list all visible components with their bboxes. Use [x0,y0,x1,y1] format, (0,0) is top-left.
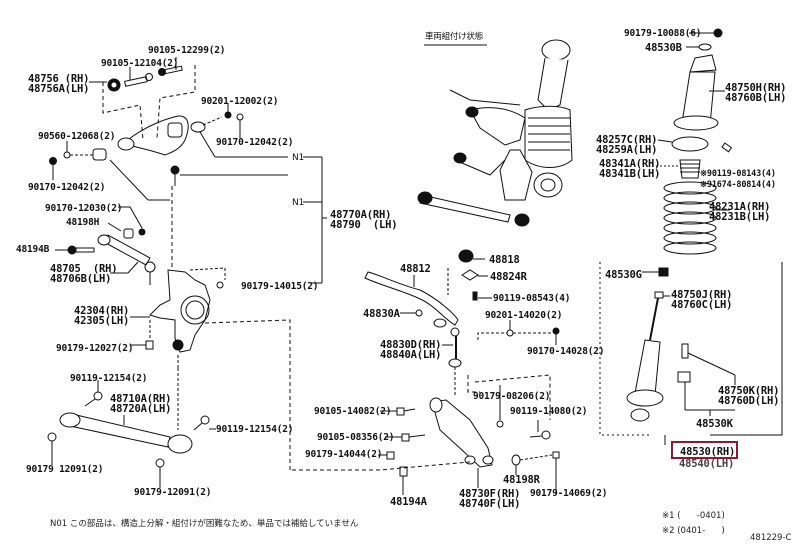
part-48530k[interactable]: 48530K [696,418,733,430]
part-48750k[interactable]: 48750K(RH) 48760D(LH) [718,385,780,407]
reference-marker-n1-lower: N1 [292,198,305,208]
footnote-n01: N01 この部品は、構造上分解・組付けが困難なため、単品では補給していません [50,519,359,529]
part-90201-12002[interactable]: 90201-12002(2) [201,96,279,107]
part-90105-12299[interactable]: 90105-12299(2) [148,45,226,56]
part-48730f[interactable]: 48730F(RH) 48740F(LH) [459,488,521,510]
part-90170-12042-right[interactable]: 90170-12042(2) [216,137,294,148]
upper-arm-bushing-48756 [107,78,121,92]
selected-part-highlight [671,441,738,459]
steering-knuckle-42304 [149,269,211,353]
reference-marker-n1-upper: N1 [292,153,305,163]
part-48540[interactable]: 48540(LH) [679,458,735,470]
bolt-90119-14080 [529,430,551,440]
part-48770a[interactable]: 48770A(RH) 48790 (LH) [330,209,398,231]
part-90105-14082[interactable]: 90105-14082(2) [314,406,392,417]
part-48818[interactable]: 48818 [489,254,520,266]
part-48830a[interactable]: 48830A [363,308,400,320]
stabilizer-bar-48812 [364,271,459,328]
part-90119-08543[interactable]: 90119-08543(4) [493,293,571,304]
part-90170-12042-left[interactable]: 90170-12042(2) [28,182,106,193]
title-installed-state: 車両組付け状態 [425,32,484,42]
figure-code: 481229-C [750,533,792,543]
part-48530b[interactable]: 48530B [645,42,682,54]
part-48257c[interactable]: 48257C(RH) 48259A(LH) [596,134,658,156]
coil-spring-48231 [663,181,717,255]
part-90119-12154-right[interactable]: 90119-12154(2) [216,424,294,435]
part-90105-08356[interactable]: 90105-08356(2) [317,432,395,443]
bolt-48194b [67,245,95,255]
part-90179-10088[interactable]: 90179-10088(6) [624,28,702,39]
part-90179-14015[interactable]: 90179-14015(2) [241,281,319,292]
part-90179-08206[interactable]: 90179-08206(2) [473,391,551,402]
range-note-2: ※2 (0401- ) [662,526,725,536]
lower-arm-48730f [429,397,494,468]
part-48530-highlighted[interactable]: 48530(RH) [678,446,738,458]
part-48824r[interactable]: 48824R [490,271,527,283]
part-90179-12091-left[interactable]: 90179 12091(2) [26,464,104,475]
part-48530g[interactable]: 48530G [605,269,642,281]
part-91674-80814[interactable]: ※91674-80814(4) [700,180,776,190]
assembled-suspension-illustration [417,39,573,227]
part-90201-14020[interactable]: 90201-14020(2) [485,310,563,321]
bolt-90105-12104 [124,73,153,87]
part-42304[interactable]: 42304(RH) 42305(LH) [74,305,130,327]
toe-arm-48705 [97,234,156,285]
stabilizer-link-48830d [448,327,462,368]
part-90119-12154-left[interactable]: 90119-12154(2) [70,373,148,384]
part-48231a[interactable]: 48231A(RH) 48231B(LH) [709,201,771,223]
part-90105-12104[interactable]: 90105-12104(2) [101,58,179,69]
part-48198r[interactable]: 48198R [503,474,540,486]
part-90179-14069[interactable]: 90179-14069(2) [530,488,608,499]
shock-absorber-48530 [626,291,664,422]
part-48194a[interactable]: 48194A [390,496,427,508]
strut-upper-support-48750h [673,54,719,131]
bolt-90105-12299 [158,65,183,76]
range-note-1: ※1 ( -0401) [662,511,725,521]
part-90560-12068[interactable]: 90560-12068(2) [38,131,116,142]
part-48341a[interactable]: 48341A(RH) 48341B(LH) [599,158,661,180]
part-48830d[interactable]: 48830D(RH) 48840A(LH) [380,339,442,361]
part-90179-12027[interactable]: 90179-12027(2) [56,343,134,354]
part-90170-14028[interactable]: 90170-14028(2) [527,346,605,357]
part-90119-08143[interactable]: ※90119-08143(4) [700,169,776,179]
part-48194b[interactable]: 48194B [16,244,50,255]
part-48710a[interactable]: 48710A(RH) 48720A(LH) [110,393,172,415]
part-48756[interactable]: 48756 (RH) 48756A(LH) [28,73,90,95]
bolt-90119-12154-b [193,415,210,431]
part-90179-12091-bottom[interactable]: 90179-12091(2) [134,487,212,498]
bolt-90119-12154-a [84,391,103,407]
upper-control-arm [117,115,189,186]
part-90179-14044[interactable]: 90179-14044(2) [305,449,383,460]
part-48750j[interactable]: 48750J(RH) 48760C(LH) [671,289,733,311]
part-48812[interactable]: 48812 [400,263,431,275]
part-48750h[interactable]: 48750H(RH) 48760B(LH) [725,82,787,104]
lower-arm-48710a [59,412,193,454]
part-90119-14080[interactable]: 90119-14080(2) [510,406,588,417]
part-48705[interactable]: 48705 (RH) 48706B(LH) [50,263,118,285]
part-90170-12030[interactable]: 90170-12030(2) [45,203,123,214]
part-48198h[interactable]: 48198H [66,217,100,228]
